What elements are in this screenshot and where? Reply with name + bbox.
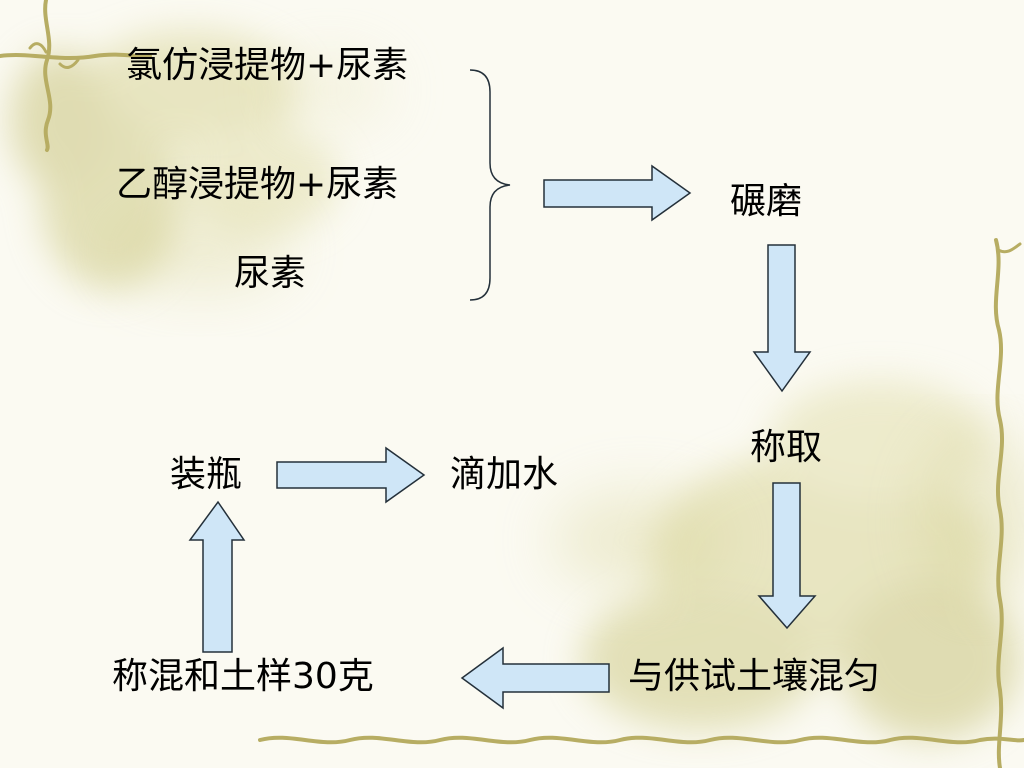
flower-bottom-right bbox=[580, 380, 1020, 740]
vine-border-right bbox=[993, 238, 1022, 768]
arrow-down-to-mix-soil bbox=[757, 482, 817, 630]
input-chloroform-urea: 氯仿浸提物+尿素 bbox=[126, 45, 409, 86]
vine-border-bottom bbox=[258, 735, 1024, 745]
step-add-water: 滴加水 bbox=[450, 454, 559, 495]
input-ethanol-urea: 乙醇浸提物+尿素 bbox=[116, 164, 399, 205]
arrow-up-to-bottle bbox=[188, 500, 246, 653]
input-urea: 尿素 bbox=[234, 253, 307, 294]
step-grind: 碾磨 bbox=[730, 181, 803, 222]
arrow-right-to-add-water bbox=[276, 446, 426, 504]
input-brace bbox=[469, 69, 511, 301]
flower-top-left-petals bbox=[110, 55, 390, 290]
step-weigh: 称取 bbox=[750, 427, 823, 468]
step-bottle: 装瓶 bbox=[170, 454, 243, 495]
step-weigh-sample: 称混和土样30克 bbox=[112, 656, 374, 697]
step-mix-soil: 与供试土壤混匀 bbox=[628, 656, 881, 697]
vine-border-top-left bbox=[0, 0, 152, 152]
arrow-down-to-weigh bbox=[752, 244, 812, 393]
arrow-right-to-grind bbox=[543, 164, 692, 222]
arrow-left-to-weigh-sample bbox=[460, 646, 610, 710]
